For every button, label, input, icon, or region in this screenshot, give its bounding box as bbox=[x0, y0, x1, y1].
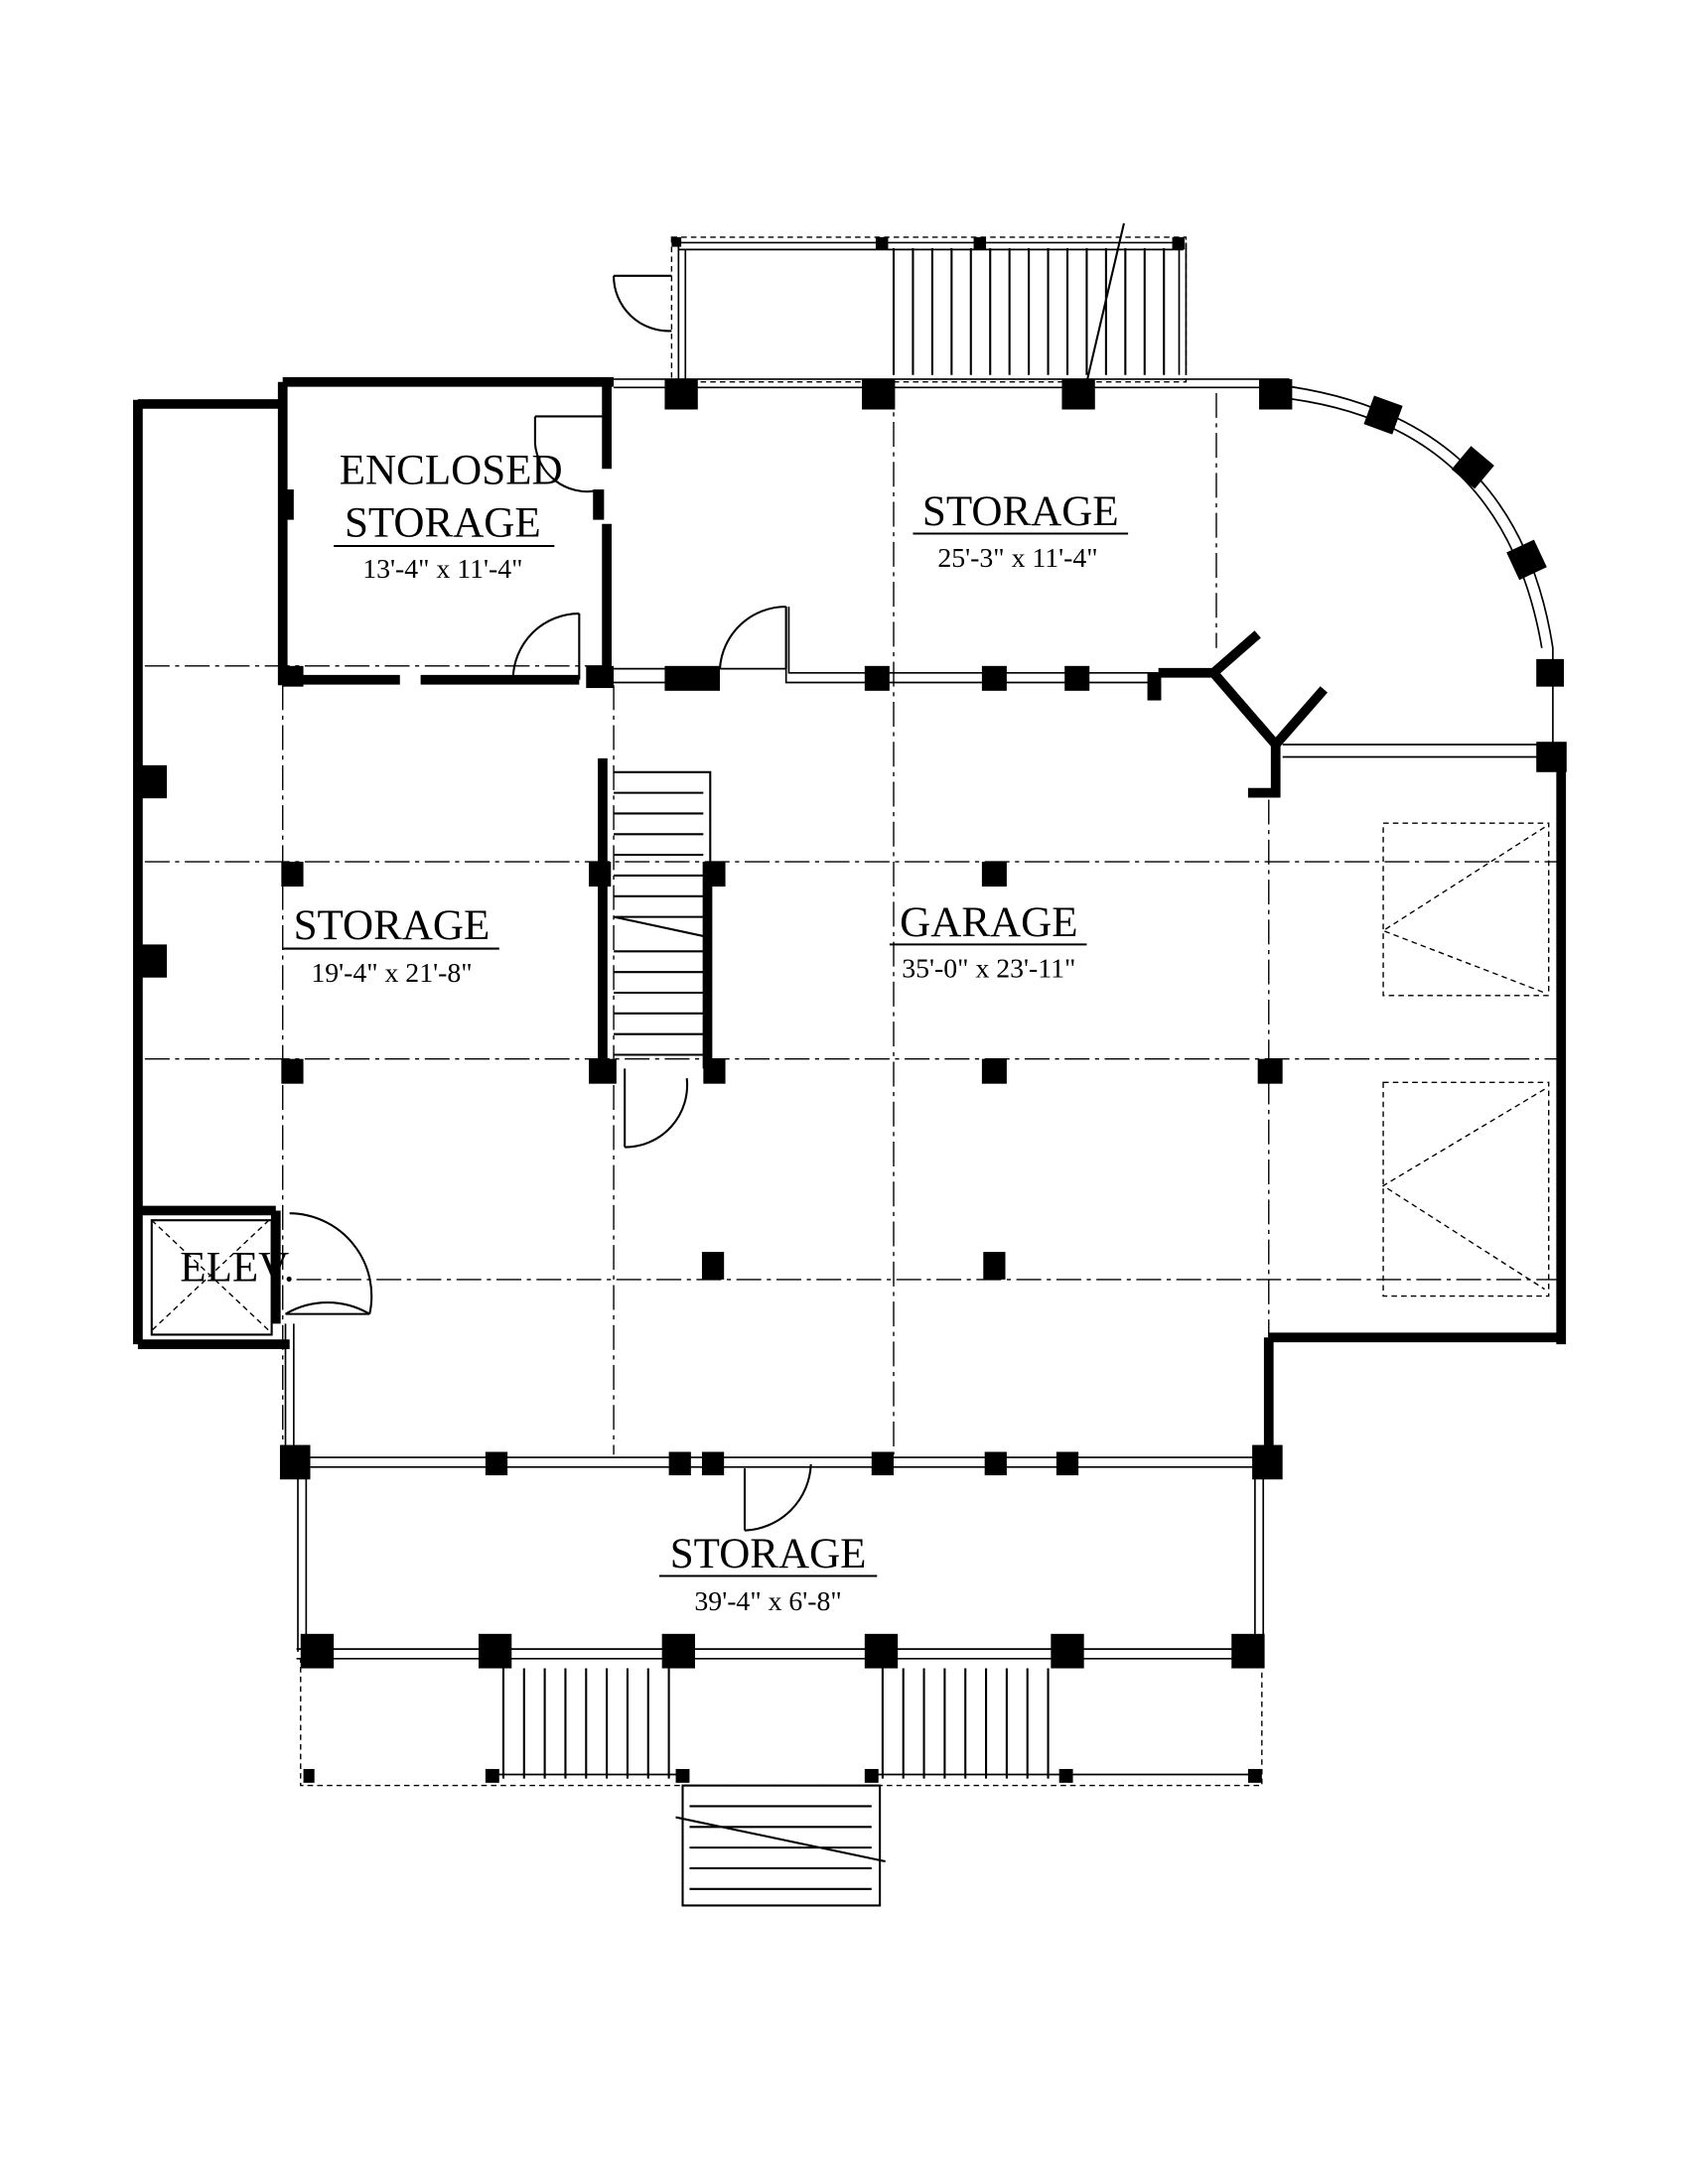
room-size: 13'-4" x 11'-4" bbox=[362, 554, 522, 585]
room-label-storage-north: STORAGE 25'-3" x 11'-4" bbox=[913, 488, 1129, 574]
columns bbox=[142, 378, 1567, 1783]
garage-doors bbox=[1381, 822, 1550, 1297]
room-name: ELEV. bbox=[180, 1244, 294, 1291]
room-label-enclosed-storage: ENCLOSED STORAGE 13'-4" x 11'-4" bbox=[334, 447, 563, 585]
room-label-storage-south: STORAGE 39'-4" x 6'-8" bbox=[658, 1531, 878, 1617]
room-name: STORAGE bbox=[345, 499, 541, 546]
room-name: STORAGE bbox=[294, 902, 491, 949]
room-size: 19'-4" x 21'-8" bbox=[311, 958, 472, 989]
room-size: 39'-4" x 6'-8" bbox=[694, 1586, 841, 1617]
room-size: 25'-3" x 11'-4" bbox=[937, 543, 1097, 574]
doors bbox=[511, 415, 812, 1532]
room-name: STORAGE bbox=[922, 488, 1119, 535]
room-label-storage-west: STORAGE 19'-4" x 21'-8" bbox=[282, 902, 499, 989]
room-size: 35'-0" x 23'-11" bbox=[902, 954, 1075, 985]
north-deck bbox=[613, 222, 1188, 401]
room-name: STORAGE bbox=[670, 1531, 867, 1577]
room-name: GARAGE bbox=[900, 899, 1077, 946]
room-label-garage: GARAGE 35'-0" x 23'-11" bbox=[889, 899, 1087, 985]
south-porch bbox=[289, 1456, 1269, 1907]
room-label-elevator: ELEV. bbox=[180, 1244, 294, 1291]
room-name: ENCLOSED bbox=[340, 447, 563, 493]
interior-stair bbox=[598, 757, 713, 1069]
